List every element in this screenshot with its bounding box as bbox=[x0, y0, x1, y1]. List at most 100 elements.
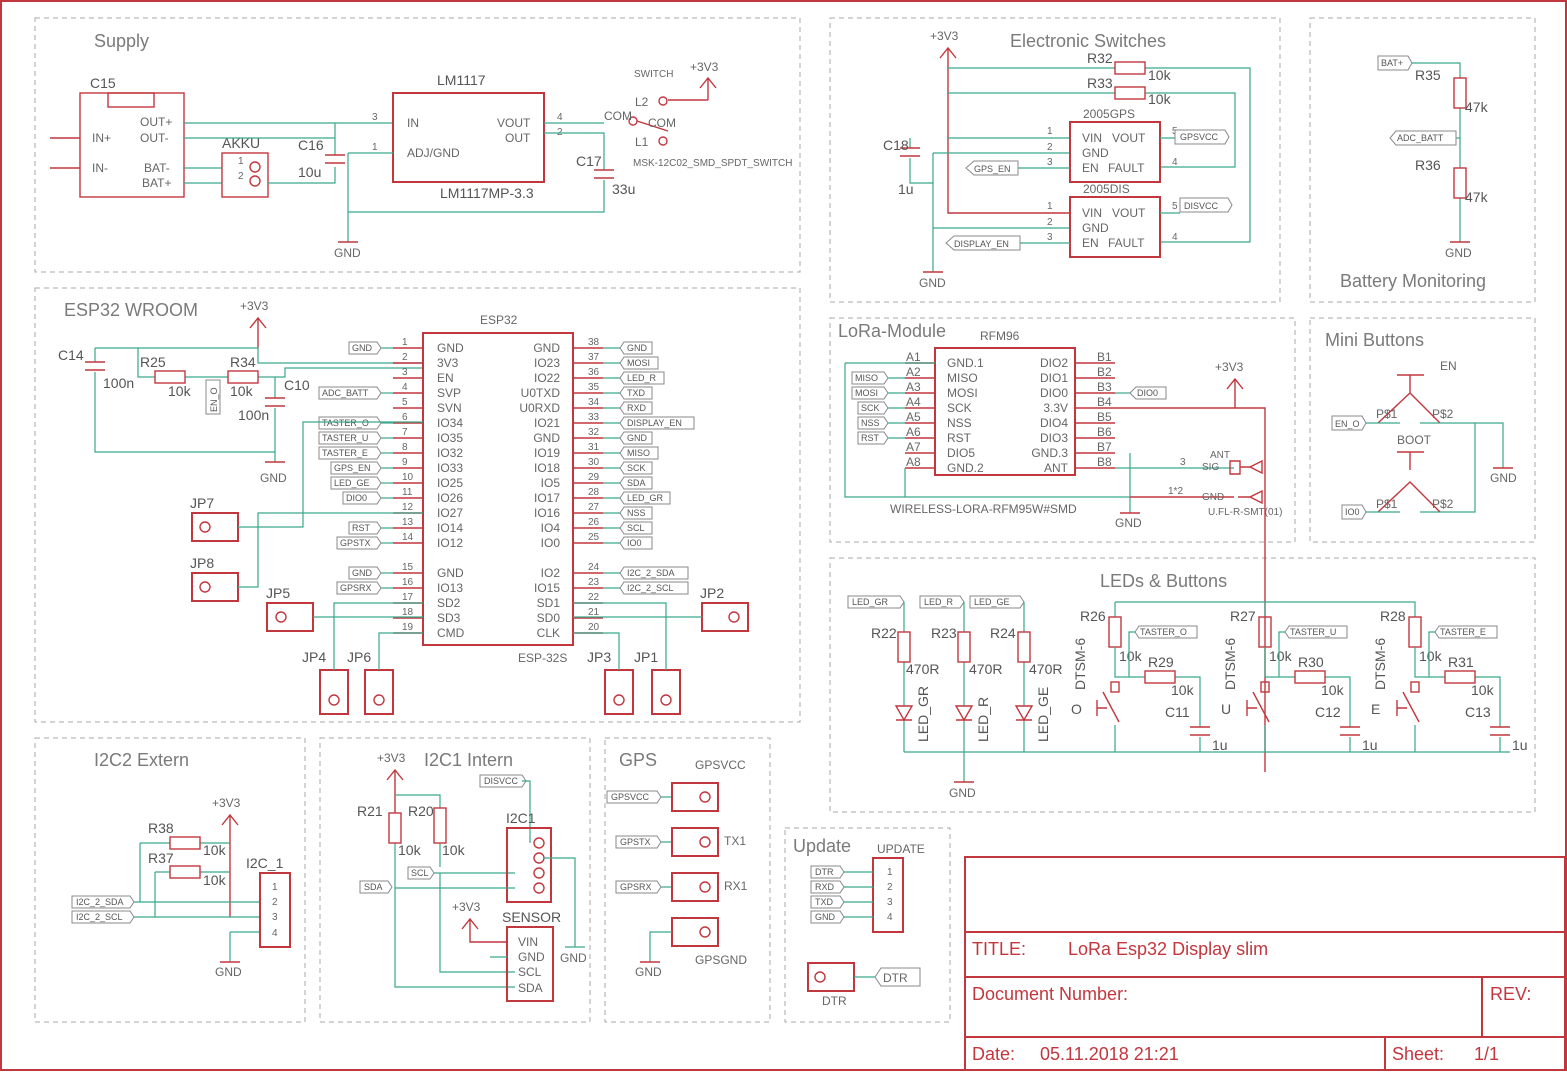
gps-section bbox=[604, 737, 771, 1023]
sig-label: SIG bbox=[1202, 462, 1219, 473]
lora-pin-num: B3 bbox=[1097, 380, 1112, 394]
esp-pin-name: GND bbox=[533, 341, 560, 355]
esp-pin-num: 33 bbox=[588, 412, 600, 423]
update-title: Update bbox=[793, 836, 851, 856]
lora-pin-num: B8 bbox=[1097, 455, 1112, 469]
com-label: COM bbox=[604, 109, 632, 123]
esp-pin-num: 3 bbox=[402, 367, 408, 378]
c17-label: C17 bbox=[576, 153, 602, 169]
svg-text:GND: GND bbox=[1082, 146, 1109, 160]
r25-symbol bbox=[154, 370, 186, 384]
esp-pin-num: 8 bbox=[402, 442, 408, 453]
r32-value: 10k bbox=[1148, 67, 1172, 83]
i2c2-3v3: +3V3 bbox=[212, 796, 241, 810]
esp-net-tag: IO0 bbox=[627, 538, 642, 548]
r24-symbol bbox=[1017, 631, 1031, 663]
r35-value: 47k bbox=[1465, 99, 1489, 115]
lora-pin-num: A2 bbox=[906, 365, 921, 379]
esp-pin-num: 25 bbox=[588, 532, 600, 543]
esp-pin-num: 27 bbox=[588, 502, 600, 513]
rx1-pad bbox=[671, 872, 719, 902]
esp-net-tag: MISO bbox=[627, 448, 650, 458]
lm-in-pin: IN bbox=[407, 116, 419, 130]
dtsm-switch[interactable] bbox=[1246, 691, 1270, 723]
minibuttons-circuit: EN EN_O P$1 P$2 BOOT IO0 P$1 P$2 GND bbox=[1331, 359, 1517, 520]
i2c1-label: I2C1 bbox=[506, 810, 536, 826]
pullup-value: 10k bbox=[1269, 648, 1293, 664]
esp-pin-name: IO34 bbox=[437, 416, 463, 430]
esp-pin-name: 3V3 bbox=[437, 356, 459, 370]
svg-text:GND: GND bbox=[518, 950, 545, 964]
lora-pin-name: SCK bbox=[947, 401, 972, 415]
series-resistor bbox=[1294, 670, 1326, 684]
svg-text:3: 3 bbox=[1047, 157, 1053, 168]
esp-pin-num: 6 bbox=[402, 412, 408, 423]
esp-pin-num: 29 bbox=[588, 472, 600, 483]
dtsm-label: DTSM-6 bbox=[1372, 638, 1388, 690]
lora-pin-num: A6 bbox=[906, 425, 921, 439]
r38-symbol bbox=[169, 836, 201, 850]
taster-tag: TASTER_E bbox=[1440, 627, 1486, 637]
title-block: TITLE: LoRa Esp32 Display slim Document … bbox=[964, 856, 1566, 1071]
esp-pin-num: 1 bbox=[402, 337, 408, 348]
r22-symbol bbox=[897, 631, 911, 663]
led-r-tag: LED_R bbox=[924, 597, 954, 607]
pullup-resistor bbox=[1408, 616, 1422, 648]
boot-button[interactable] bbox=[1377, 451, 1441, 513]
lora-pin-name: ANT bbox=[1044, 461, 1069, 475]
svg-text:RXD: RXD bbox=[815, 882, 835, 892]
lora-pin-num: A8 bbox=[906, 455, 921, 469]
esp-pin-name: IO0 bbox=[541, 536, 561, 550]
jp6[interactable] bbox=[364, 669, 394, 715]
switch-label: SWITCH bbox=[634, 69, 673, 80]
button-letter: O bbox=[1071, 701, 1082, 717]
r34-label: R34 bbox=[230, 354, 256, 370]
lora-pin-num: A7 bbox=[906, 440, 921, 454]
esp-pin-num: 4 bbox=[402, 382, 408, 393]
jp3[interactable] bbox=[604, 669, 634, 715]
esp-pin-num: 9 bbox=[402, 457, 408, 468]
r32-label: R32 bbox=[1087, 50, 1113, 66]
svg-text:R24: R24 bbox=[990, 625, 1016, 641]
en-button[interactable] bbox=[1377, 374, 1441, 424]
bat-minus-label: BAT- bbox=[144, 161, 170, 175]
dtsm-label: DTSM-6 bbox=[1072, 638, 1088, 690]
battery-title: Battery Monitoring bbox=[1340, 271, 1486, 291]
jp1[interactable] bbox=[651, 669, 681, 715]
mini-gnd: GND bbox=[1490, 471, 1517, 485]
esp-pin-name: SD1 bbox=[537, 596, 561, 610]
svg-text:FAULT: FAULT bbox=[1108, 161, 1145, 175]
jp8[interactable] bbox=[191, 572, 239, 602]
i2c1-circuit: +3V3 R21 10k R20 10k DISVCC I2C1 SCL SDA… bbox=[357, 751, 587, 1002]
series-resistor bbox=[1144, 670, 1176, 684]
dtsm-switch[interactable] bbox=[1396, 691, 1420, 723]
dtsm-switch[interactable] bbox=[1096, 691, 1120, 723]
lm-out-pin: OUT bbox=[505, 131, 531, 145]
esp-pin-name: IO32 bbox=[437, 446, 463, 460]
lm1117-name: LM1117 bbox=[437, 72, 486, 88]
lora-gnd: GND bbox=[1115, 516, 1142, 530]
gps-part: 2005GPS bbox=[1083, 107, 1135, 121]
svg-text:LED_GE: LED_GE bbox=[1035, 687, 1051, 742]
svg-text:GND: GND bbox=[815, 912, 836, 922]
jp7[interactable] bbox=[191, 512, 239, 542]
esp-pin-name: IO19 bbox=[534, 446, 560, 460]
taster-tag: TASTER_O bbox=[1140, 627, 1187, 637]
esp-net-tag: LED_R bbox=[627, 373, 657, 383]
r37-label: R37 bbox=[148, 850, 174, 866]
ant-label: ANT bbox=[1210, 450, 1230, 461]
gpsrx-tag: GPSRX bbox=[620, 882, 652, 892]
jp5[interactable] bbox=[266, 602, 314, 632]
rfm96-label: RFM96 bbox=[980, 329, 1020, 343]
i2c-1-label: I2C_1 bbox=[246, 855, 284, 871]
jp4[interactable] bbox=[319, 669, 349, 715]
l2-label: L2 bbox=[635, 95, 649, 109]
c10-label: C10 bbox=[284, 377, 310, 393]
esp-pin-name: GND bbox=[533, 431, 560, 445]
esp-pin-name: GND bbox=[437, 566, 464, 580]
lora-pin-num: A5 bbox=[906, 410, 921, 424]
esp-pin-name: IO35 bbox=[437, 431, 463, 445]
esp32-name: ESP32 bbox=[480, 313, 518, 327]
svg-text:EN: EN bbox=[1082, 236, 1099, 250]
jp2[interactable] bbox=[701, 602, 749, 632]
